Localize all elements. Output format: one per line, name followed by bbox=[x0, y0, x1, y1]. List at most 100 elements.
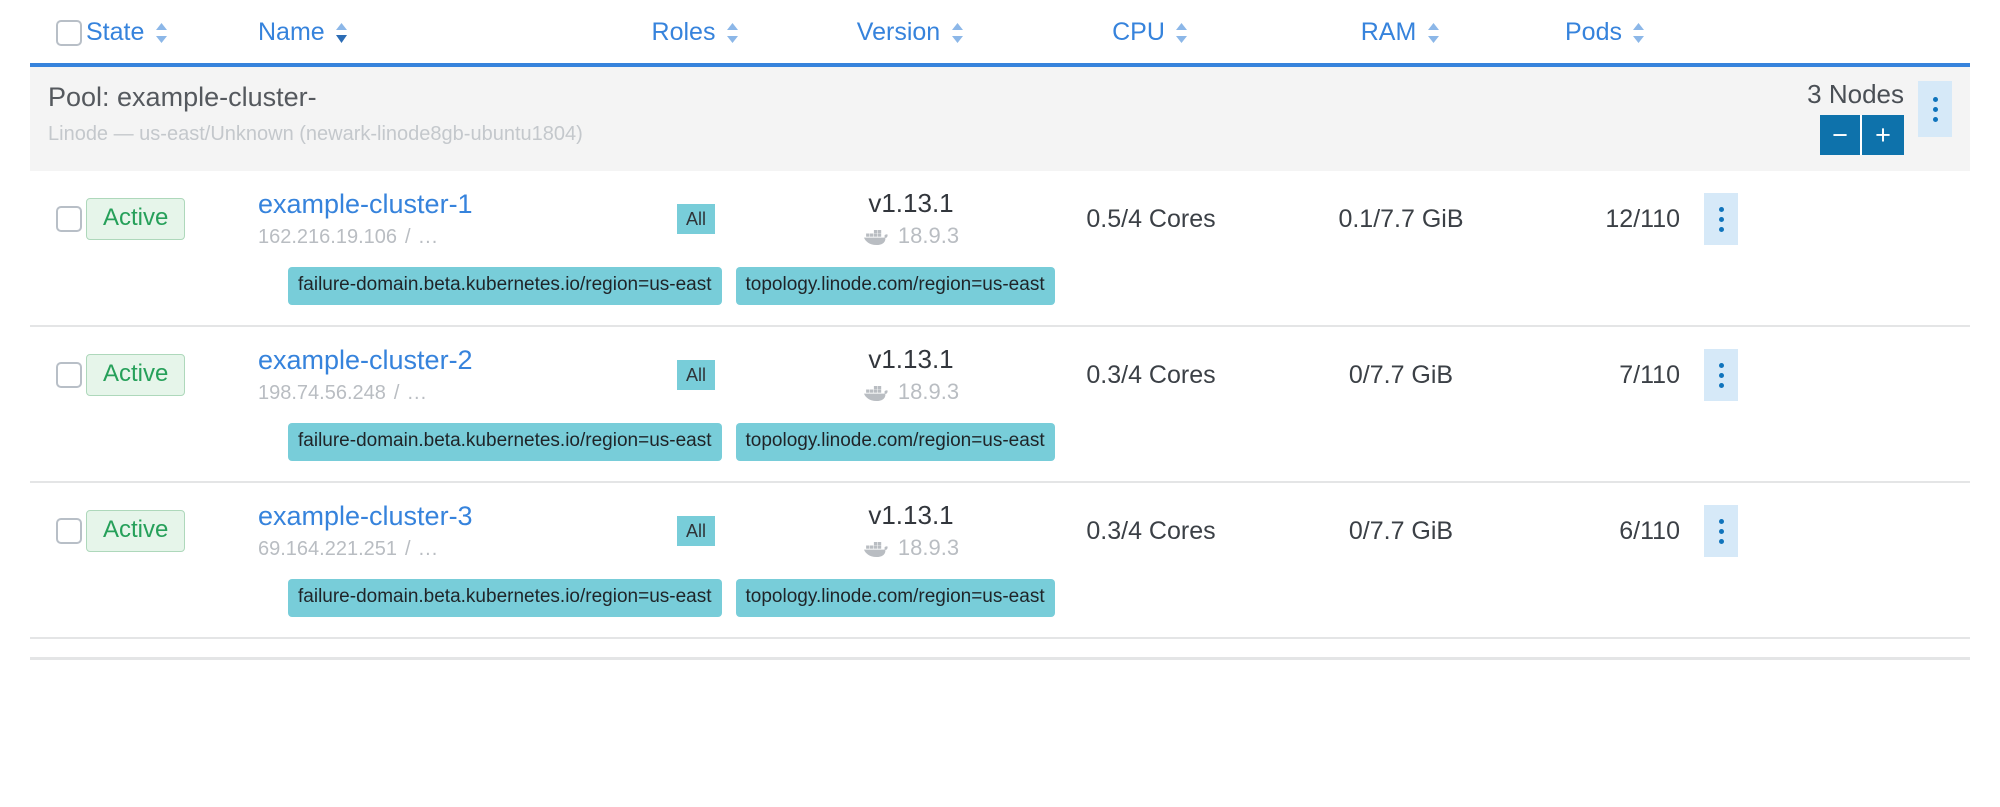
kubernetes-version: v1.13.1 bbox=[868, 344, 954, 375]
status-badge: Active bbox=[86, 198, 186, 241]
node-roles-cell: All bbox=[596, 204, 796, 235]
node-name-link[interactable]: example-cluster-2 bbox=[258, 345, 473, 376]
node-ip-more[interactable]: ... bbox=[418, 226, 439, 249]
row-select-checkbox[interactable] bbox=[56, 206, 82, 233]
node-count-stepper: − + bbox=[1820, 115, 1904, 155]
node-ip-separator: / bbox=[393, 382, 400, 405]
node-ip-more[interactable]: ... bbox=[407, 382, 428, 405]
node-ram-cell: 0/7.7 GiB bbox=[1348, 516, 1454, 545]
docker-version: 18.9.3 bbox=[897, 222, 960, 248]
pool-info: Pool: example-cluster- Linode — us-east/… bbox=[30, 81, 583, 146]
node-label-chip[interactable]: failure-domain.beta.kubernetes.io/region… bbox=[288, 423, 722, 462]
node-ram-cell: 0/7.7 GiB bbox=[1348, 360, 1454, 389]
sort-icon[interactable] bbox=[1174, 22, 1190, 44]
row-select-checkbox[interactable] bbox=[56, 518, 82, 545]
sort-icon[interactable] bbox=[153, 22, 169, 44]
status-badge: Active bbox=[86, 510, 186, 553]
node-cpu-cell: 0.5/4 Cores bbox=[1086, 204, 1216, 233]
row-separator bbox=[30, 637, 1970, 640]
kubernetes-version: v1.13.1 bbox=[868, 188, 954, 219]
role-badge: All bbox=[676, 516, 715, 547]
node-label-chip[interactable]: topology.linode.com/region=us-east bbox=[735, 267, 1055, 306]
column-header-version[interactable]: Version bbox=[796, 18, 1026, 47]
decrement-nodes-button[interactable]: − bbox=[1820, 115, 1862, 155]
docker-version-row: 18.9.3 bbox=[796, 223, 1026, 249]
node-rows: Active example-cluster-1 162.216.19.106 /..… bbox=[30, 171, 1970, 640]
role-badge: All bbox=[676, 204, 715, 235]
sort-icon[interactable] bbox=[1631, 22, 1647, 44]
column-header-pods[interactable]: Pods bbox=[1526, 18, 1686, 47]
node-count-label: 3 Nodes bbox=[1807, 79, 1904, 109]
node-action-menu-button[interactable] bbox=[1704, 193, 1738, 246]
node-label-chip[interactable]: topology.linode.com/region=us-east bbox=[735, 423, 1055, 462]
status-badge: Active bbox=[86, 354, 186, 397]
row-select-cell bbox=[30, 206, 86, 233]
node-cpu-cell: 0.3/4 Cores bbox=[1086, 516, 1216, 545]
node-roles-cell: All bbox=[596, 516, 796, 547]
node-state-cell: Active bbox=[86, 510, 256, 553]
column-header-name[interactable]: Name bbox=[256, 18, 596, 47]
node-ip-address: 162.216.19.106 bbox=[258, 226, 398, 249]
sort-icon-active[interactable] bbox=[334, 22, 350, 44]
node-entry: Active example-cluster-1 162.216.19.106 /..… bbox=[30, 171, 1970, 328]
pool-action-menu-button[interactable] bbox=[1918, 81, 1952, 137]
column-header-version-label: Version bbox=[856, 18, 941, 46]
node-label-chip[interactable]: failure-domain.beta.kubernetes.io/region… bbox=[288, 579, 722, 618]
docker-version-row: 18.9.3 bbox=[796, 535, 1026, 561]
node-label-chip[interactable]: failure-domain.beta.kubernetes.io/region… bbox=[288, 267, 722, 306]
docker-whale-icon bbox=[863, 382, 889, 402]
sort-icon[interactable] bbox=[724, 22, 740, 44]
node-action-menu-button[interactable] bbox=[1704, 349, 1738, 402]
column-header-roles[interactable]: Roles bbox=[596, 18, 796, 47]
sort-icon[interactable] bbox=[949, 22, 965, 44]
node-actions-cell bbox=[1686, 193, 1756, 246]
row-separator bbox=[30, 481, 1970, 484]
column-header-cpu[interactable]: CPU bbox=[1026, 18, 1276, 47]
node-state-cell: Active bbox=[86, 198, 256, 241]
node-ip-address: 69.164.221.251 bbox=[258, 538, 398, 561]
node-version-cell: v1.13.1 18.9.3 bbox=[796, 344, 1026, 405]
node-count-block: 3 Nodes − + bbox=[1807, 81, 1904, 155]
kebab-dot bbox=[1718, 216, 1724, 222]
role-badge: All bbox=[676, 360, 715, 391]
increment-nodes-button[interactable]: + bbox=[1862, 115, 1904, 155]
node-name-link[interactable]: example-cluster-3 bbox=[258, 501, 473, 532]
pool-title: Pool: example-cluster- bbox=[48, 82, 317, 112]
node-ram-cell: 0.1/7.7 GiB bbox=[1338, 204, 1464, 233]
row-separator bbox=[30, 325, 1970, 328]
node-roles-cell: All bbox=[596, 360, 796, 391]
kebab-dot bbox=[1718, 362, 1724, 368]
node-labels-row: failure-domain.beta.kubernetes.io/region… bbox=[30, 409, 1970, 481]
select-all-checkbox[interactable] bbox=[56, 19, 82, 46]
node-ip-separator: / bbox=[405, 226, 411, 249]
column-header-state[interactable]: State bbox=[86, 18, 256, 47]
column-header-roles-label: Roles bbox=[651, 18, 716, 46]
pool-controls: 3 Nodes − + bbox=[1807, 81, 1970, 155]
row-select-cell bbox=[30, 362, 86, 389]
kebab-dot bbox=[1718, 518, 1724, 524]
node-pods-cell: 7/110 bbox=[1619, 360, 1680, 389]
table-row: Active example-cluster-1 162.216.19.106 /..… bbox=[30, 171, 1970, 253]
kebab-dot bbox=[1718, 538, 1724, 544]
column-header-ram[interactable]: RAM bbox=[1276, 18, 1526, 47]
node-name-cell: example-cluster-1 162.216.19.106 /... bbox=[256, 189, 596, 249]
node-pool-table: State Name Roles bbox=[30, 0, 1970, 640]
node-label-chip[interactable]: topology.linode.com/region=us-east bbox=[735, 579, 1055, 618]
sort-icon[interactable] bbox=[1425, 22, 1441, 44]
node-ip-more[interactable]: ... bbox=[418, 538, 439, 561]
table-header-row: State Name Roles bbox=[30, 0, 1970, 63]
row-select-checkbox[interactable] bbox=[56, 362, 82, 389]
column-header-pods-label: Pods bbox=[1565, 18, 1622, 46]
pool-subtitle: Linode — us-east/Unknown (newark-linode8… bbox=[48, 122, 583, 145]
node-action-menu-button[interactable] bbox=[1704, 505, 1738, 558]
node-name-link[interactable]: example-cluster-1 bbox=[258, 189, 473, 219]
pool-header: Pool: example-cluster- Linode — us-east/… bbox=[30, 63, 1970, 171]
docker-version-row: 18.9.3 bbox=[796, 379, 1026, 405]
column-header-cpu-label: CPU bbox=[1112, 18, 1165, 46]
column-header-name-label: Name bbox=[258, 18, 325, 46]
node-labels-row: failure-domain.beta.kubernetes.io/region… bbox=[30, 565, 1970, 637]
